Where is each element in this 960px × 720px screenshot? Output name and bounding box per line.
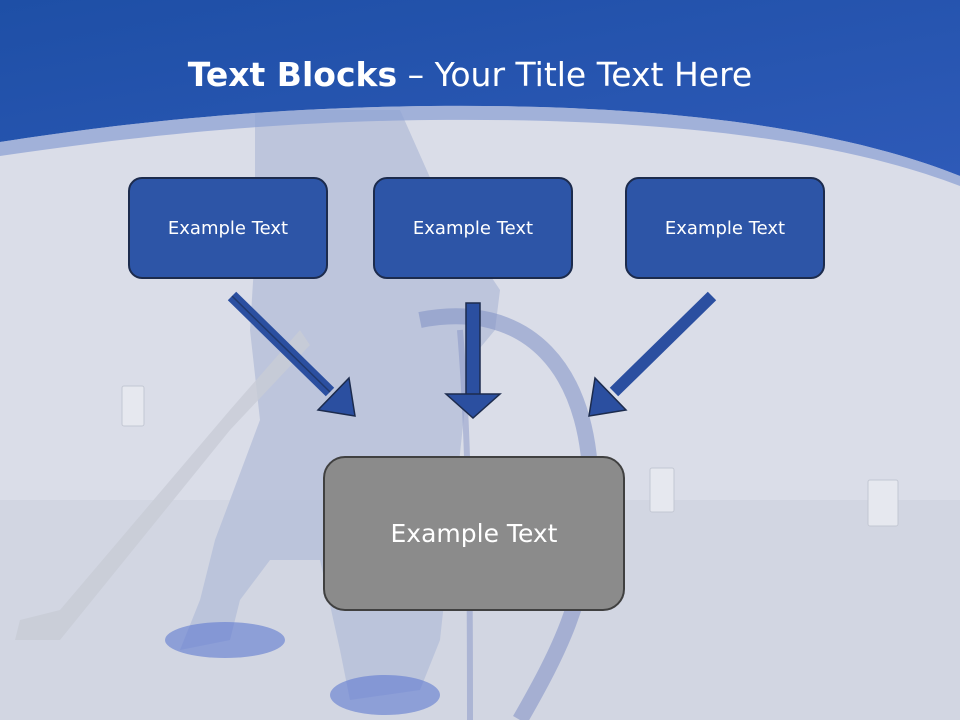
title-dash: – <box>397 55 435 94</box>
title-bold: Text Blocks <box>187 55 398 94</box>
text-block-2[interactable]: Example Text <box>373 177 573 279</box>
header-band <box>0 0 960 176</box>
text-block-1[interactable]: Example Text <box>128 177 328 279</box>
target-text-block[interactable]: Example Text <box>323 456 625 611</box>
slide-title: Text Blocks – Your Title Text Here <box>0 52 940 98</box>
header-swoosh <box>0 105 960 186</box>
text-block-3[interactable]: Example Text <box>625 177 825 279</box>
vacuum-wand <box>15 330 310 640</box>
title-rest: Your Title Text Here <box>434 55 753 94</box>
